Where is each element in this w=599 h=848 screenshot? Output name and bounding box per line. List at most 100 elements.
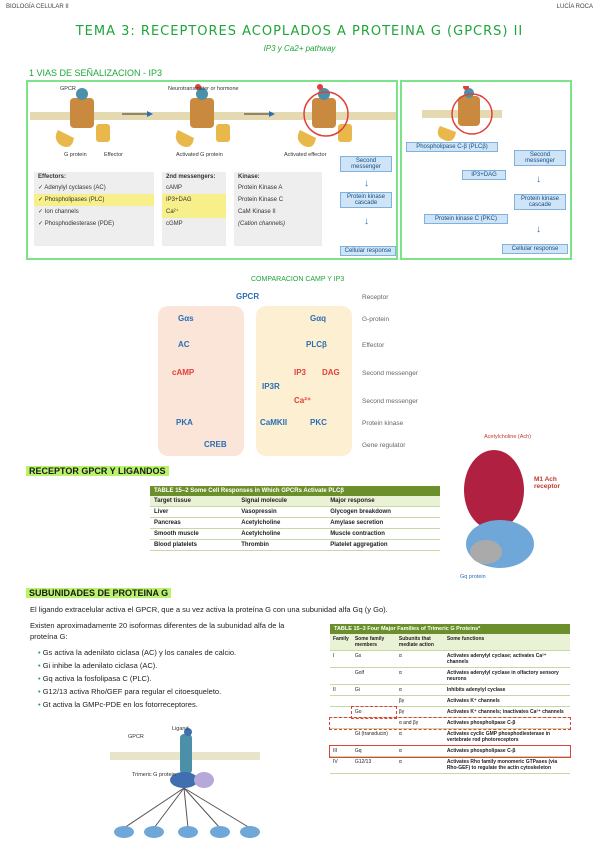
table-cell: Gs [351,650,396,668]
table-header: Some functions [443,634,570,651]
table-cell: α and βγ [395,717,444,729]
pkc-box: Protein kinase C (PKC) [424,214,508,224]
messenger-item: Ca²⁺ [162,206,226,218]
table-cell [351,695,396,707]
figure-ligand-label: Ligand [172,726,189,732]
subunits-paragraph: Existen aproximadamente 20 isoformas dif… [30,621,285,641]
effectors-column: Effectors: ✓ Adenylyl cyclases (AC) ✓ Ph… [34,172,154,246]
m1-receptor-structure [464,450,534,568]
right-pk-cascade-box: Protein kinase cascade [514,194,566,210]
plcb-label: PLCβ [306,340,327,349]
right-cell-response-box: Cellular response [502,244,568,254]
subunits-list: Gs activa la adenilato ciclasa (AC) y lo… [38,646,328,711]
table-cell [351,717,396,729]
effector-item: ✓ Ion channels [38,209,79,215]
kinase-item: Protein Kinase C [238,197,284,203]
side-label-protein-kinase: Protein kinase [362,420,404,427]
kinase-item: (Cation channels) [238,221,286,227]
messenger-item: cAMP [166,185,183,191]
trimeric-gprotein-figure [110,728,260,838]
label-effector: Effector [104,152,123,158]
table-cell: α [395,667,444,685]
ip3r-label: IP3R [262,382,280,391]
signaling-panel-left: GPCR Neurotransmitter or hormone G prote… [26,80,398,260]
plc-receptor-illustration [422,86,502,141]
camkii-label: CaMKII [260,418,288,427]
table-cell: βγ [395,706,444,718]
table-cell [330,717,352,729]
table-cell: Gi [351,684,396,696]
subunits-intro: El ligando extracelular activa el GPCR, … [30,605,388,614]
table-cell: Acetylcholine [237,517,327,529]
arrow-down-icon: ↓ [364,178,369,189]
table-header: Family [330,634,352,651]
table-row: Blood platelets Thrombin Platelet aggreg… [150,539,440,551]
table-cell: G12/13 [351,756,396,774]
table-cell: Glycogen breakdown [326,506,440,518]
table-cell: Activates phospholipase C-β [443,717,570,729]
side-label-receptor: Receptor [362,294,389,301]
table-cell: II [330,684,352,696]
cell-response-box: Cellular response [340,246,396,256]
plc-box: Phospholipase C-β (PLCβ) [406,142,498,152]
ip3-panel [256,306,352,456]
table-cell: Golf [351,667,396,685]
table-cell: Acetylcholine [237,528,327,540]
side-label-gene-regulator: Gene regulator [362,442,406,449]
ac-label: AC [178,340,190,349]
table-header: Subunits that mediate action [395,634,444,651]
side-label-second-messenger: Second messenger [362,398,419,405]
kinase-item: Protein Kinase A [238,185,283,191]
table-cell: Smooth muscle [150,528,238,540]
plc-response-table: TABLE 15–2 Some Cell Responses in Which … [150,486,440,551]
label-activated-effector: Activated effector [284,152,327,158]
pka-label: PKA [176,418,193,427]
ach-label: Acetylcholine (Ach) [484,434,532,440]
table-cell: α [395,728,444,746]
m1-label: M1 Ach receptor [534,476,561,490]
gpcr-activation-illustration [30,84,396,147]
right-second-messenger-box: Second messenger [514,150,566,166]
table-cell: βγ [395,695,444,707]
table-row: Smooth muscle Acetylcholine Muscle contr… [150,528,440,540]
list-item: Gs activa la adenilato ciclasa (AC) y lo… [38,646,328,659]
messengers-title: 2nd messengers: [166,174,216,180]
table-cell: Muscle contraction [326,528,440,540]
table-cell: Activates Rho family monomeric GTPases (… [443,756,570,774]
table-cell: α [395,684,444,696]
pkc-label: PKC [310,418,327,427]
g-alpha-s: Gαs [178,314,194,323]
kinases-title: Kinase: [238,174,260,180]
table-cell: Gt (transducin) [351,728,396,746]
ca-label: Ca²⁺ [294,396,312,405]
table-header: Target tissue [150,496,238,507]
table-cell: Thrombin [237,539,327,551]
section1-heading: 1 VIAS DE SEÑALIZACION - IP3 [29,68,163,78]
side-label-effector: Effector [362,342,385,349]
table-cell: α [395,756,444,774]
messenger-item: cGMP [166,221,183,227]
label-gpcr: GPCR [60,86,76,92]
label-gprotein: G protein [64,152,87,158]
subunits-heading: SUBUNIDADES DE PROTEINA G [26,588,172,598]
ip3dag-box: IP3+DAG [462,170,506,180]
table-cell: III [330,745,352,757]
table-header: Some family members [351,634,396,651]
side-label-second-messenger: Second messenger [362,370,419,377]
table-cell: I [330,650,352,668]
gprotein-families-table: TABLE 15–3 Four Major Families of Trimer… [329,624,571,774]
comparison-heading: COMPARACION CAMP Y IP3 [251,276,345,283]
table-cell [330,667,352,685]
side-label-gprotein: G-protein [362,316,390,323]
messenger-item: IP3+DAG [162,194,226,206]
table-cell: Amylase secretion [326,517,440,529]
header-left: BIOLOGÍA CELULAR II [6,4,69,10]
table-cell: Vasopressin [237,506,327,518]
arrow-down-icon: ↓ [536,174,541,185]
camp-panel [158,306,244,456]
table-cell: Activates K⁺ channels; inactivates Ca²⁺ … [443,706,570,718]
